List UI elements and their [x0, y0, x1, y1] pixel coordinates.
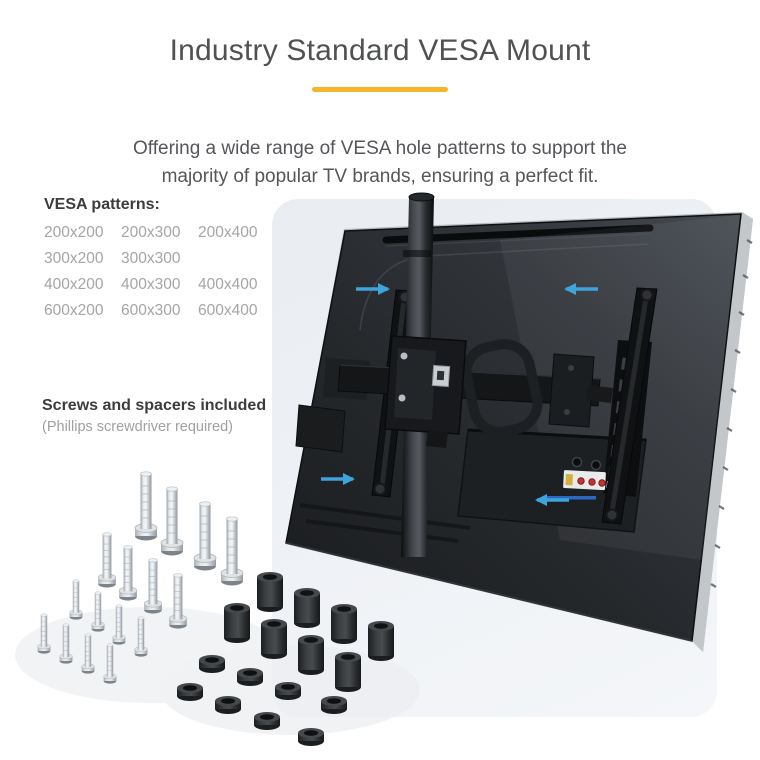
vesa-pattern: 300x300 [121, 250, 181, 267]
vesa-pattern: 400x400 [198, 276, 258, 293]
vesa-pattern: 200x400 [198, 224, 258, 241]
screw [69, 579, 83, 620]
photo-card-background [272, 199, 717, 717]
accent-underline [312, 87, 448, 92]
vesa-pattern: 600x300 [121, 302, 181, 319]
screw [134, 616, 148, 657]
subtitle-line-1: Offering a wide range of VESA hole patte… [133, 138, 627, 159]
spacer-ring [237, 668, 263, 686]
vesa-pattern: 400x300 [121, 276, 181, 293]
vesa-pattern: 400x200 [44, 276, 104, 293]
screw [118, 545, 138, 601]
subtitle-line-2: majority of popular TV brands, ensuring … [161, 165, 599, 187]
screw [143, 558, 163, 614]
vesa-pattern: 300x200 [44, 250, 104, 267]
screw [220, 516, 244, 586]
screw [112, 604, 126, 645]
screws-group [37, 471, 244, 684]
screw [81, 633, 95, 674]
screw [103, 643, 117, 684]
screw [193, 501, 217, 571]
hardware-included-label: Screws and spacers included [42, 397, 267, 414]
screw [59, 623, 73, 664]
hardware-note-label: (Phillips screwdriver required) [42, 419, 233, 435]
screw [134, 471, 158, 541]
vesa-pattern [198, 246, 275, 272]
vesa-pattern: 600x200 [44, 302, 104, 319]
page-title: Industry Standard VESA Mount [169, 34, 591, 67]
spacer-ring [215, 696, 241, 714]
spacer-tall [224, 603, 250, 643]
screw [91, 591, 105, 632]
screw [160, 486, 184, 556]
vesa-pattern: 200x200 [44, 224, 104, 241]
screw [97, 532, 117, 588]
spacer-ring [199, 655, 225, 673]
vesa-pattern: 600x400 [198, 302, 258, 319]
spacer-ring [298, 728, 324, 746]
screw [168, 573, 188, 629]
vesa-pattern-list: 200x200 200x300 200x400 300x200 300x300 … [44, 220, 275, 324]
spacer-ring [254, 712, 280, 730]
screw [37, 613, 51, 654]
spacer-ring [177, 683, 203, 701]
vesa-pattern: 200x300 [121, 224, 181, 241]
page-subtitle: Offering a wide range of VESA hole patte… [0, 135, 760, 190]
vesa-patterns-label: VESA patterns: [44, 196, 160, 213]
